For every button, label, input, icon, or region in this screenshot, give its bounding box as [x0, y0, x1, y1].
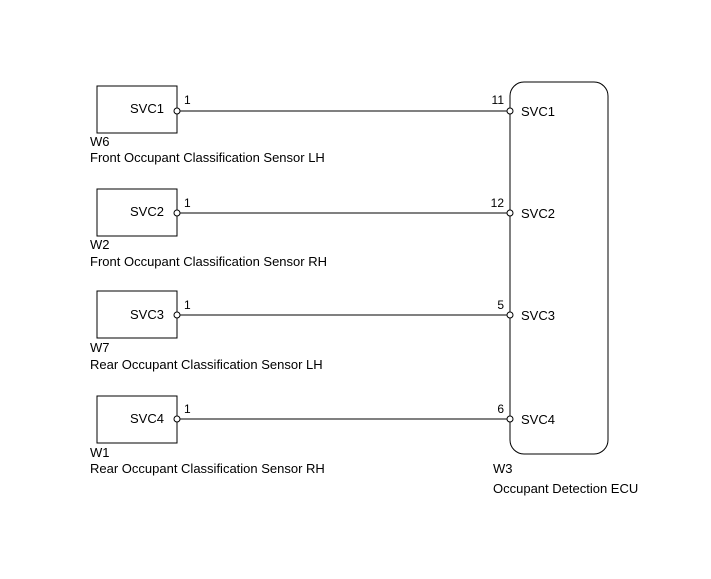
sensor-signal-label: SVC4 — [130, 411, 164, 426]
ecu-terminal — [506, 107, 514, 115]
sensor-terminal — [173, 107, 181, 115]
ecu-signal-label: SVC4 — [521, 412, 555, 427]
sensor-signal-label: SVC1 — [130, 101, 164, 116]
ecu-pin-number: 11 — [492, 93, 505, 107]
sensor-pin-number: 1 — [184, 402, 191, 416]
ecu-box — [509, 81, 609, 455]
sensor-w6: SVC1 1 11 SVC1 W6 Front Occupant Classif… — [90, 85, 555, 165]
ecu-signal-label: SVC3 — [521, 308, 555, 323]
sensor-pin-number: 1 — [184, 298, 191, 312]
ecu-code: W3 — [493, 461, 513, 476]
sensor-code: W2 — [90, 237, 110, 252]
ecu-name: Occupant Detection ECU — [493, 481, 638, 496]
ecu-pin-number: 12 — [491, 196, 505, 210]
sensor-name: Rear Occupant Classification Sensor LH — [90, 357, 323, 372]
ecu-terminal — [506, 311, 514, 319]
sensor-pin-number: 1 — [184, 93, 191, 107]
sensor-pin-number: 1 — [184, 196, 191, 210]
ecu-terminal — [506, 415, 514, 423]
ecu-signal-label: SVC1 — [521, 104, 555, 119]
sensor-box — [96, 290, 178, 339]
sensor-code: W1 — [90, 445, 110, 460]
sensor-terminal — [173, 311, 181, 319]
sensor-w7: SVC3 1 5 SVC3 W7 Rear Occupant Classific… — [90, 290, 555, 372]
ecu-pin-number: 5 — [497, 298, 504, 312]
sensor-w2: SVC2 1 12 SVC2 W2 Front Occupant Classif… — [90, 188, 555, 269]
sensor-name: Front Occupant Classification Sensor RH — [90, 254, 327, 269]
sensor-terminal — [173, 415, 181, 423]
sensor-code: W6 — [90, 134, 110, 149]
sensor-name: Front Occupant Classification Sensor LH — [90, 150, 325, 165]
ecu-pin-number: 6 — [497, 402, 504, 416]
sensor-box — [96, 395, 178, 444]
sensor-w1: SVC4 1 6 SVC4 W1 Rear Occupant Classific… — [90, 395, 555, 476]
sensor-signal-label: SVC3 — [130, 307, 164, 322]
ecu-signal-label: SVC2 — [521, 206, 555, 221]
sensor-code: W7 — [90, 340, 110, 355]
sensor-terminal — [173, 209, 181, 217]
sensor-box — [96, 188, 178, 237]
ecu-terminal — [506, 209, 514, 217]
sensor-name: Rear Occupant Classification Sensor RH — [90, 461, 325, 476]
sensor-signal-label: SVC2 — [130, 204, 164, 219]
sensor-box — [96, 85, 178, 134]
